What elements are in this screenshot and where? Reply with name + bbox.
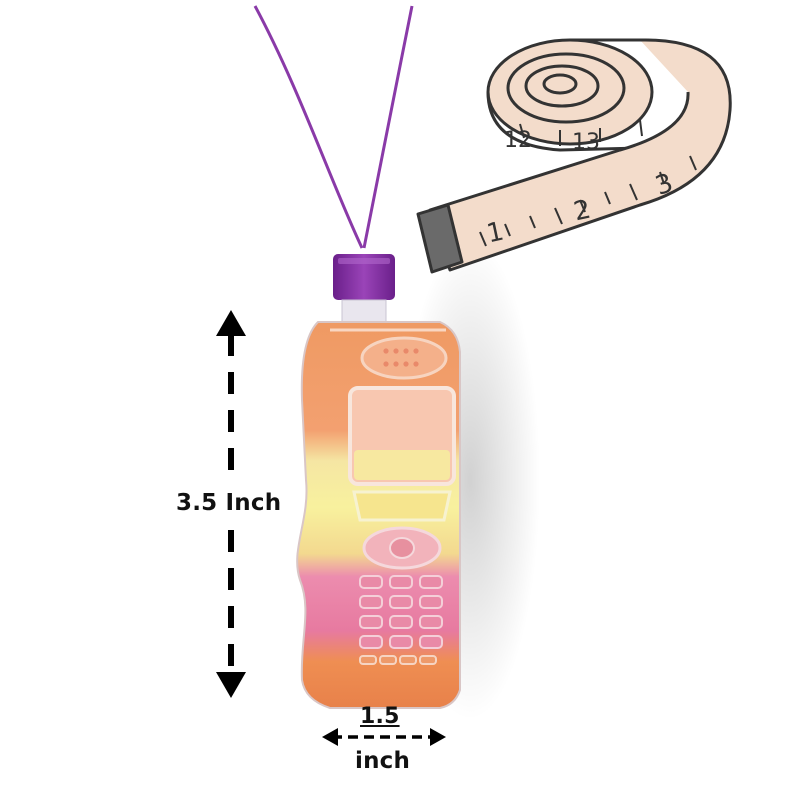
width-unit-label: inch [355,748,411,774]
tape-number-12: 12 [504,128,532,153]
height-dimension-arrow [216,310,246,698]
tape-number-13: 13 [572,130,600,155]
bottle-cap [333,254,395,323]
height-label: 3.5 Inch [176,490,282,516]
width-value-label: 1.5 [360,704,400,729]
width-dimension-arrow [322,728,446,746]
necklace-cord [253,5,414,249]
phone-bottle-body [296,321,461,709]
tape-measure-icon [416,38,732,274]
